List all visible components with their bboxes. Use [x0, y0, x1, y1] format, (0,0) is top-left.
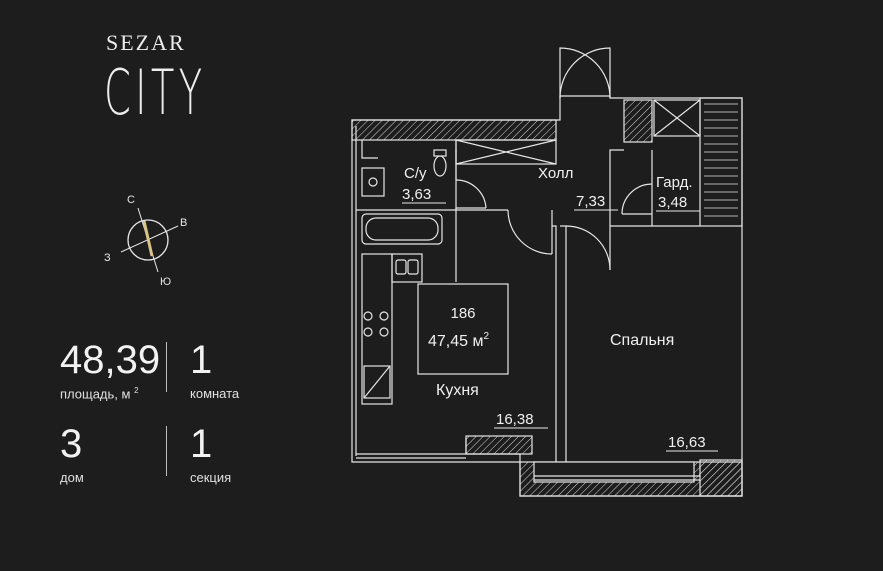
room-bathroom-area: 3,63: [402, 186, 431, 203]
stat-house-label: дом: [60, 470, 84, 485]
apartment-number: 186: [450, 305, 475, 322]
compass-icon: С В Ю З: [104, 194, 187, 288]
room-wardrobe-name: Гард.: [656, 174, 693, 191]
divider: [166, 426, 167, 476]
stat-section: 1 секция: [190, 424, 231, 485]
room-bedroom-area: 16,63: [668, 434, 706, 451]
stat-area-value: 48,39: [60, 338, 161, 382]
compass-east: В: [180, 217, 187, 229]
stat-rooms: 1 комната: [190, 340, 239, 401]
brand-name-top: SEZAR: [106, 30, 186, 55]
room-hall-name: Холл: [538, 165, 573, 182]
stat-area-label: площадь, м 2: [60, 386, 139, 402]
compass-south: Ю: [160, 276, 171, 288]
stat-area: 48,39 площадь, м 2: [60, 340, 160, 401]
room-kitchen-area: 16,38: [496, 411, 534, 428]
stat-house-value: 3: [60, 422, 83, 466]
stat-house: 3 дом: [60, 424, 84, 485]
stat-rooms-label: комната: [190, 386, 240, 401]
walls: [351, 47, 743, 497]
stat-section-label: секция: [190, 470, 232, 485]
stat-rooms-value: 1: [190, 338, 213, 382]
room-kitchen-name: Кухня: [436, 382, 479, 399]
compass-north: С: [127, 194, 135, 206]
room-wardrobe-area: 3,48: [658, 194, 687, 211]
apartment-label-box: [417, 283, 509, 375]
stat-section-value: 1: [190, 422, 213, 466]
compass-west: З: [104, 252, 111, 264]
divider: [166, 342, 167, 392]
apartment-total-area: 47,45 м2: [428, 331, 489, 350]
brand-name-city: CITY: [104, 56, 207, 129]
room-bedroom-name: Спальня: [610, 332, 674, 349]
room-hall-area: 7,33: [576, 193, 605, 210]
room-bathroom-name: С/у: [404, 165, 427, 182]
